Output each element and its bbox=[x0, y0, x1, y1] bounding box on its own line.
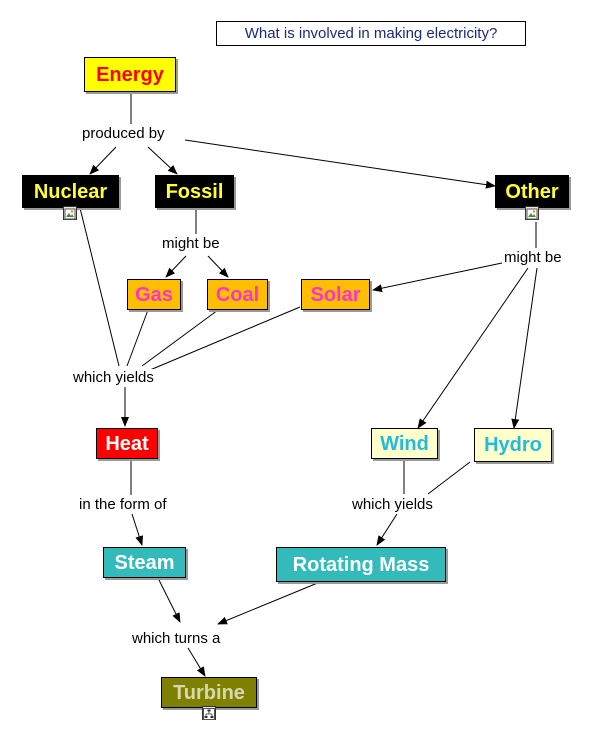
concept-map-resource-icon[interactable] bbox=[202, 706, 216, 720]
link-which-yields-rotating: which yields bbox=[350, 496, 435, 513]
arrow-to-rotating-mass bbox=[376, 513, 398, 546]
link-which-turns-a: which turns a bbox=[130, 630, 223, 647]
concept-heat[interactable]: Heat bbox=[96, 428, 158, 459]
link-might-be-fossil: might be bbox=[160, 235, 222, 252]
concept-energy[interactable]: Energy bbox=[84, 57, 176, 92]
link-produced-by: produced by bbox=[80, 125, 167, 142]
concept-steam[interactable]: Steam bbox=[103, 547, 186, 578]
concept-coal[interactable]: Coal bbox=[207, 279, 268, 310]
concept-nuclear[interactable]: Nuclear bbox=[22, 175, 119, 208]
line-solar-which-yields bbox=[149, 306, 301, 371]
line-gas-which-yields bbox=[126, 309, 149, 367]
concept-wind[interactable]: Wind bbox=[371, 428, 438, 459]
arrow-to-hydro bbox=[511, 267, 538, 429]
link-might-be-other: might be bbox=[502, 249, 564, 266]
arrow-to-turbine bbox=[187, 647, 206, 677]
concept-turbine[interactable]: Turbine bbox=[161, 677, 257, 708]
arrow-to-solar bbox=[372, 262, 503, 293]
link-which-yields-heat: which yields bbox=[71, 369, 156, 386]
link-in-the-form-of: in the form of bbox=[77, 496, 169, 513]
map-title: What is involved in making electricity? bbox=[216, 21, 526, 46]
image-resource-icon[interactable] bbox=[525, 206, 539, 220]
line-rotating-mass-which-turns bbox=[217, 581, 321, 625]
line-nuclear-which-yields bbox=[79, 207, 120, 367]
line-coal-which-yields bbox=[141, 309, 219, 367]
concept-solar[interactable]: Solar bbox=[301, 279, 370, 310]
arrow-to-steam bbox=[131, 513, 144, 546]
arrow-to-nuclear bbox=[89, 146, 117, 175]
arrow-to-fossil bbox=[147, 146, 178, 175]
line-steam-which-turns bbox=[157, 577, 181, 623]
arrow-to-other bbox=[184, 139, 496, 189]
concept-other[interactable]: Other bbox=[495, 175, 569, 208]
image-resource-icon[interactable] bbox=[63, 206, 77, 220]
concept-rotating-mass[interactable]: Rotating Mass bbox=[276, 547, 446, 582]
arrow-to-wind bbox=[417, 267, 529, 429]
concept-gas[interactable]: Gas bbox=[127, 279, 181, 310]
arrow-to-coal bbox=[207, 255, 229, 278]
line-hydro-which-yields bbox=[427, 461, 471, 495]
concept-fossil[interactable]: Fossil bbox=[155, 175, 234, 208]
concept-hydro[interactable]: Hydro bbox=[474, 428, 552, 462]
arrow-to-gas bbox=[165, 255, 187, 278]
